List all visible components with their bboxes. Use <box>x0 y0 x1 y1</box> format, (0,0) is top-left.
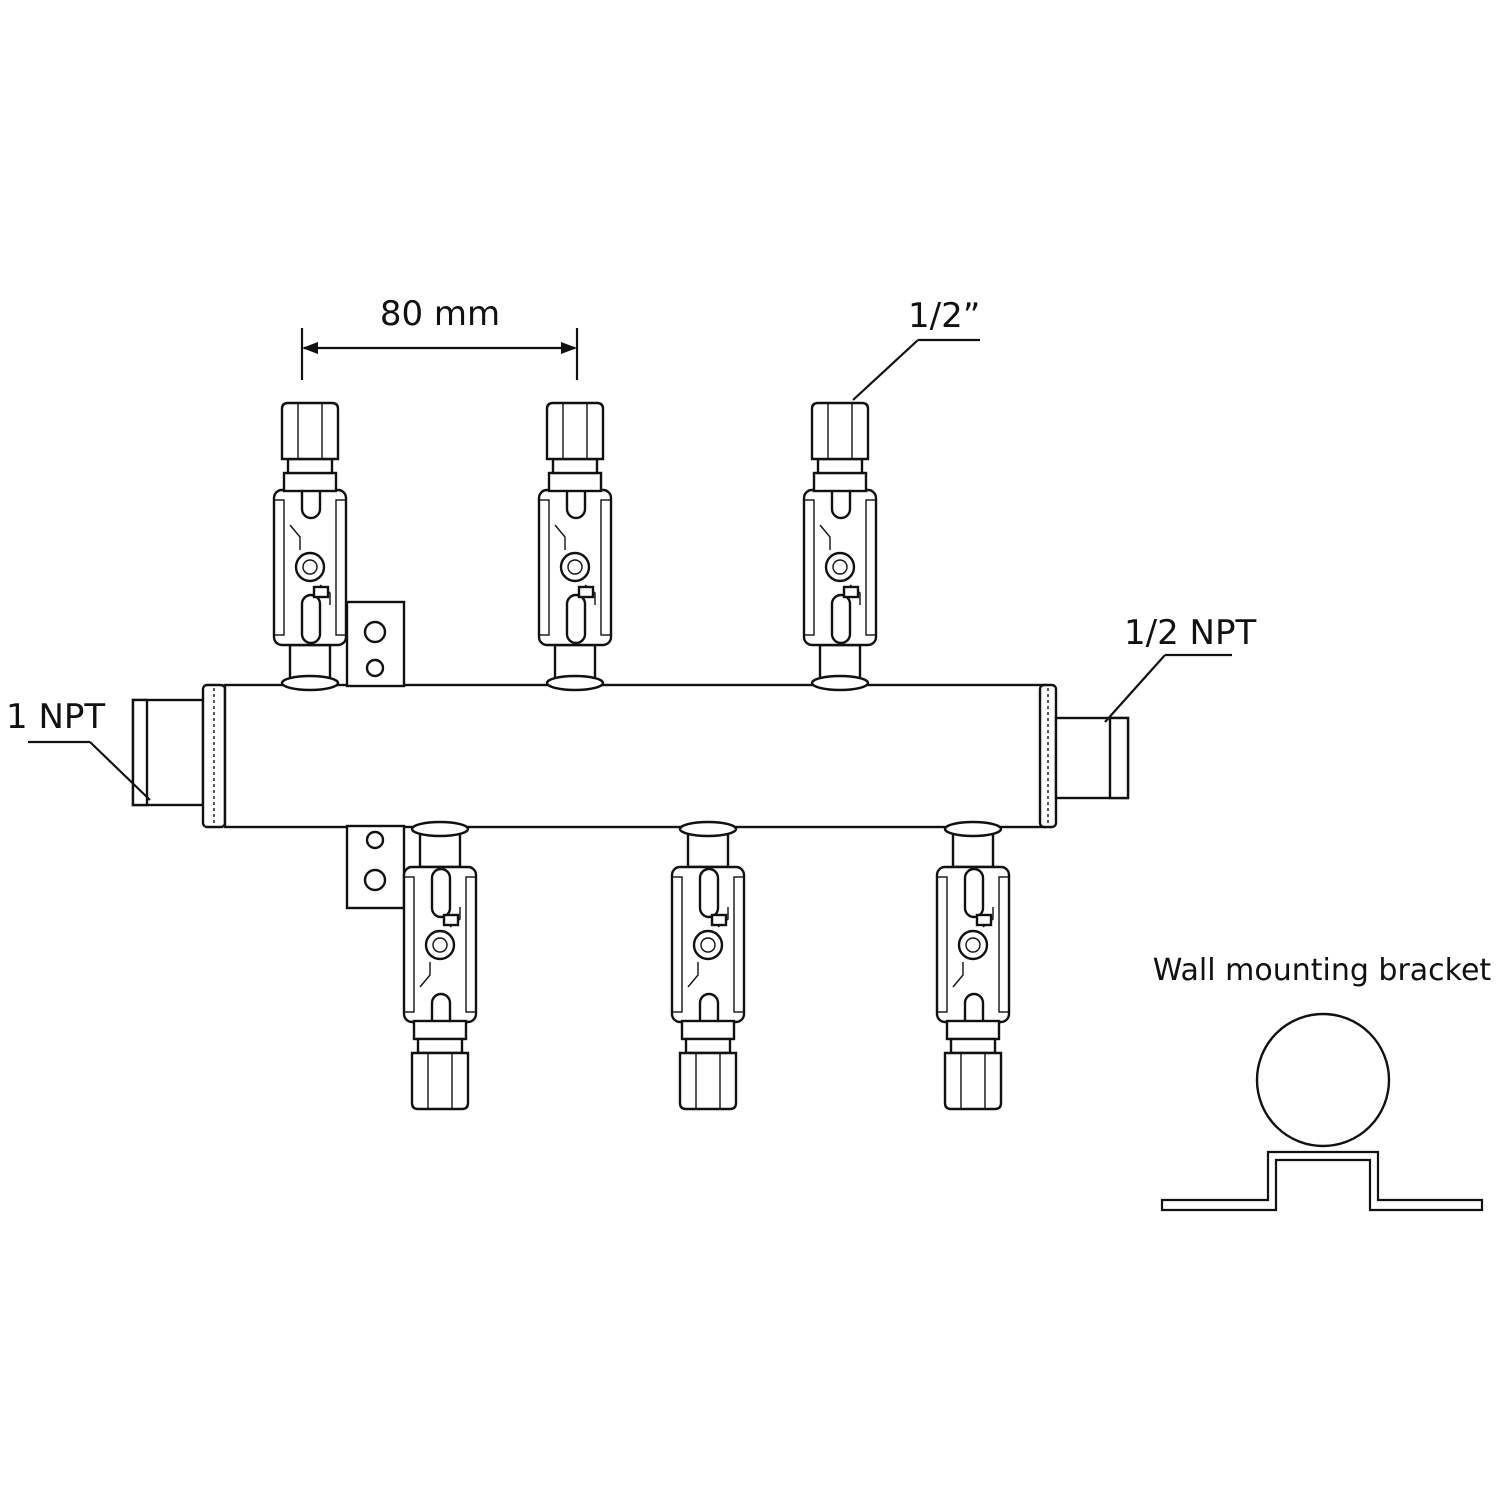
valve-bottom-3 <box>935 820 1011 1111</box>
outlet-npt-label: 1/2 NPT <box>1124 613 1256 653</box>
header-pipe <box>131 683 1130 829</box>
valve-top-2 <box>537 401 613 692</box>
manifold-bracket-bottom <box>345 824 406 910</box>
spacing-label: 80 mm <box>380 294 500 334</box>
bracket-caption: Wall mounting bracket <box>1153 953 1492 988</box>
bracket-profile <box>1160 1150 1484 1212</box>
outlet-size-label: 1/2” <box>908 296 980 336</box>
valve-top-1 <box>272 401 348 692</box>
valve-bottom-2 <box>670 820 746 1111</box>
inlet-npt-label: 1 NPT <box>6 697 105 737</box>
valve-bottom-1 <box>402 820 478 1111</box>
outlet-npt-callout: 1/2 NPT <box>1104 613 1256 723</box>
bracket-pipe-circle <box>1255 1012 1391 1148</box>
inlet-npt-callout: 1 NPT <box>6 697 151 801</box>
bracket-detail: Wall mounting bracket <box>1153 953 1492 1212</box>
outlet-size-callout: 1/2” <box>852 296 980 401</box>
manifold-bracket-top <box>345 600 406 688</box>
valve-top-3 <box>802 401 878 692</box>
spacing-dimension: 80 mm <box>300 294 579 380</box>
